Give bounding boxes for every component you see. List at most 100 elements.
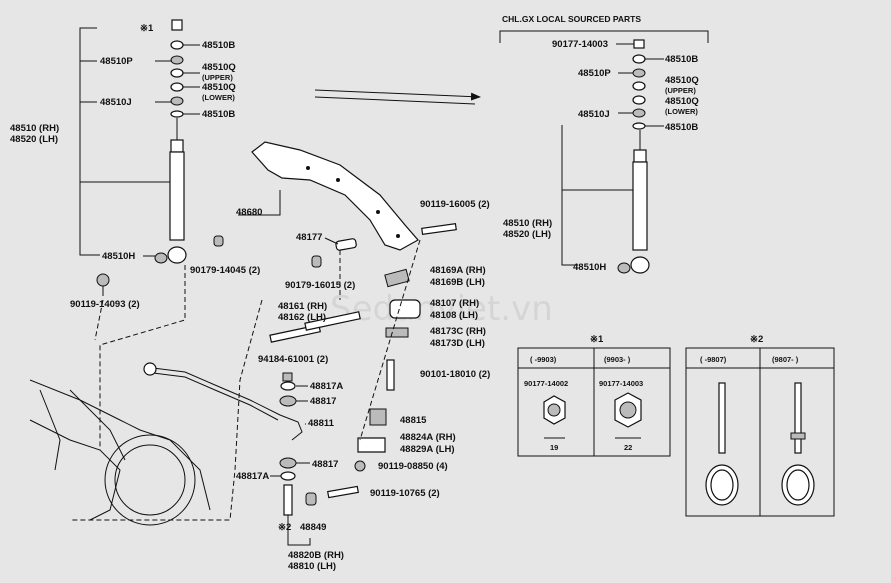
label-90179-16015: 90179-16015 (2) [285, 280, 355, 291]
label-48177: 48177 [296, 232, 322, 243]
nut-part [171, 19, 183, 31]
label-lower: (LOWER) [202, 93, 235, 102]
r-label-48510B-a: 48510B [665, 54, 698, 65]
bushing-48177 [335, 238, 357, 251]
label-94184: 94184-61001 (2) [258, 354, 328, 365]
table1-part2: 90177-14003 [599, 379, 643, 388]
label-48510Q-lower: 48510Q [202, 82, 236, 93]
collar-16015 [311, 255, 322, 268]
label-48108: 48108 (LH) [430, 310, 478, 321]
note1-label: ※1 [140, 23, 154, 34]
cushion-48817 [279, 395, 297, 407]
label-90179-14045: 90179-14045 (2) [190, 265, 260, 276]
long-bolt-48162 [304, 311, 361, 331]
bushing-upper-part [170, 68, 184, 78]
label-48824A: 48824A (RH) [400, 432, 456, 443]
cushion-part [170, 55, 184, 65]
label-48173D: 48173D (LH) [430, 338, 485, 349]
stabilizer-bar-48811 [144, 366, 303, 441]
r-label-48510P: 48510P [578, 68, 611, 79]
table1-title: ※1 [590, 334, 604, 345]
bushing-lower-part [170, 82, 184, 92]
r-label-48510B-b: 48510B [665, 122, 698, 133]
label-48510P: 48510P [100, 56, 133, 67]
label-48817-b: 48817 [312, 459, 338, 470]
shock-absorber-body [169, 151, 185, 241]
crossmember-48680 [251, 141, 419, 251]
r-label-upper: (UPPER) [665, 86, 696, 95]
bushing-48849 [305, 492, 317, 506]
stabilizer-link-48820B [283, 484, 293, 516]
label-48817A-a: 48817A [310, 381, 343, 392]
label-48510H: 48510H [102, 251, 135, 262]
table2-col1: ( -9807) [700, 355, 727, 364]
vehicle-suspension-sketch [29, 379, 211, 526]
bolt-10765 [327, 485, 359, 499]
link-new-drawing [794, 382, 802, 454]
local-sourced-panel: CHL.GX LOCAL SOURCED PARTS 90177-14003 4… [499, 14, 709, 274]
r-shock-absorber-body [632, 161, 648, 251]
label-48849: 48849 [300, 522, 326, 533]
label-48810: 48810 (LH) [288, 561, 336, 572]
r-label-90177: 90177-14003 [552, 39, 608, 50]
label-48107: 48107 (RH) [430, 298, 479, 309]
label-48510B-a: 48510B [202, 40, 235, 51]
r-label-lower: (LOWER) [665, 107, 698, 116]
label-48680: 48680 [236, 207, 262, 218]
bracket-48173C [385, 327, 409, 338]
label-90119-08850: 90119-08850 (4) [378, 461, 448, 472]
bracket-48169A [384, 268, 410, 288]
label-90119-14093: 90119-14093 (2) [70, 299, 140, 310]
local-header-bracket [499, 30, 709, 43]
table1-col1: ( -9903) [530, 355, 557, 364]
label-shock-rh: 48510 (RH) [10, 123, 59, 134]
r-label-48510Q-lower: 48510Q [665, 96, 699, 107]
nut-90177 [633, 39, 645, 49]
label-48815: 48815 [400, 415, 427, 426]
label-48169B: 48169B (LH) [430, 277, 485, 288]
washer-part-2 [170, 110, 184, 118]
label-90101-18010: 90101-18010 (2) [420, 369, 490, 380]
r-label-48510J: 48510J [578, 109, 610, 120]
r-label-shock-lh: 48520 (LH) [503, 229, 551, 240]
washer-part [170, 40, 184, 50]
label-48173C: 48173C (RH) [430, 326, 486, 337]
r-label-48510Q-upper: 48510Q [665, 75, 699, 86]
local-header-title: CHL.GX LOCAL SOURCED PARTS [502, 14, 641, 24]
arrow-to-local [314, 89, 481, 101]
cushion-48817-b [279, 457, 297, 469]
left-shock-assembly: ※1 48510B 48510P 48510Q (UPPER) 48510Q (… [10, 19, 260, 310]
cushion-48817A [280, 381, 296, 391]
table1-size2: 22 [624, 443, 632, 452]
variant-table-1: ※1 ( -9903) (9903- ) 90177-14002 90177-1… [517, 334, 671, 457]
label-upper: (UPPER) [202, 73, 233, 82]
bolt-16005 [421, 222, 457, 236]
label-90119-10765: 90119-10765 (2) [370, 488, 440, 499]
table2-title: ※2 [750, 334, 763, 345]
label-48829A: 48829A (LH) [400, 444, 455, 455]
bolt-14093-part [96, 273, 110, 287]
table1-size1: 19 [550, 443, 558, 452]
label-48817A-b: 48817A [236, 471, 269, 482]
bushing-48815 [369, 408, 387, 426]
note2-label: ※2 [278, 522, 291, 533]
label-48161: 48161 (RH) [278, 301, 327, 312]
cushion-part-2 [170, 96, 184, 106]
bolt-18010 [386, 359, 395, 391]
cushion-48817A-b [280, 471, 296, 481]
watermark: Sedanviet.vn [330, 289, 553, 329]
label-48510J: 48510J [100, 97, 132, 108]
table1-part1: 90177-14002 [524, 379, 568, 388]
left-bracket-line [79, 27, 100, 256]
label-48162: 48162 (LH) [278, 312, 326, 323]
r-label-shock-rh: 48510 (RH) [503, 218, 552, 229]
nut-48817A [282, 372, 293, 382]
label-48169A: 48169A (RH) [430, 265, 486, 276]
label-shock-lh: 48520 (LH) [10, 134, 58, 145]
bolt-08850 [354, 460, 366, 472]
center-assembly: 48680 48177 90179-16015 (2) 48161 (RH) 4… [70, 141, 490, 572]
label-48820B: 48820B (RH) [288, 550, 344, 561]
bushing-48107 [389, 299, 421, 319]
